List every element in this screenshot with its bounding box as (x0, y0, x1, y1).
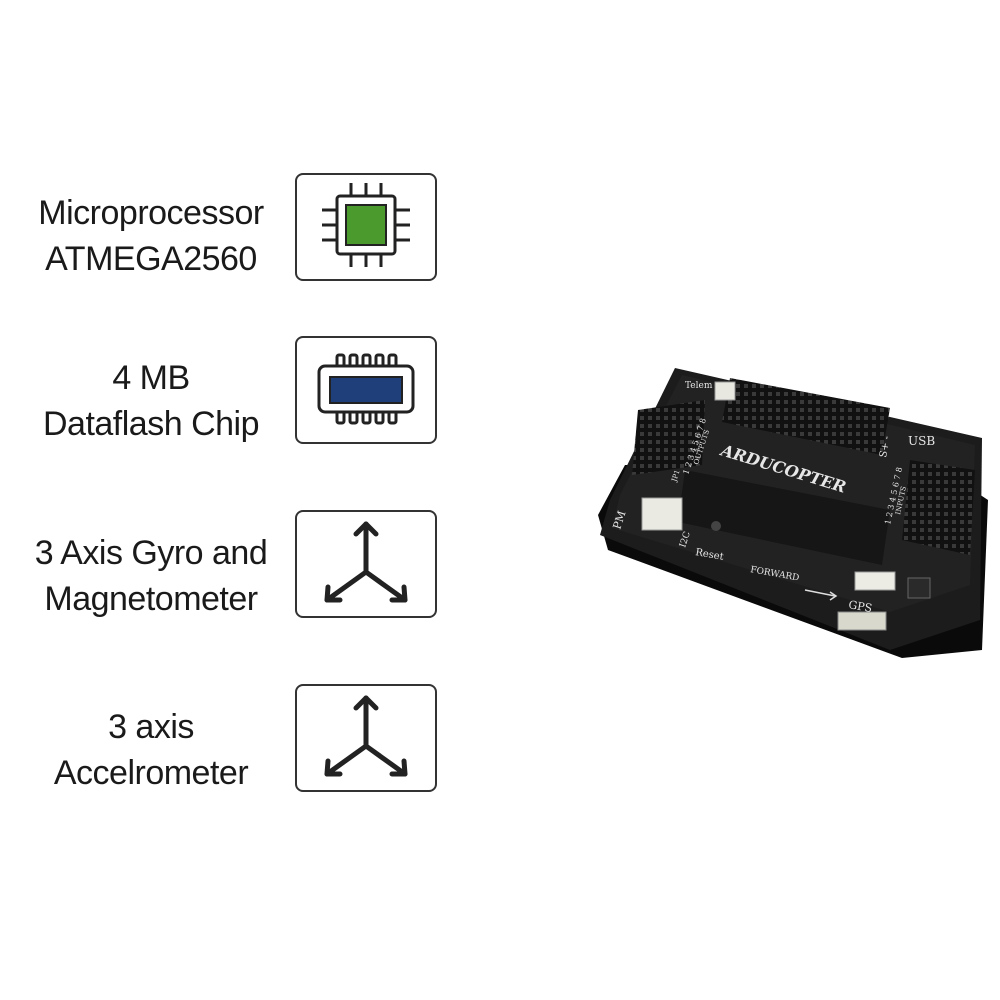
feature-label-accelerometer: 3 axis Accelrometer (10, 704, 292, 796)
feature-line: 3 axis (108, 708, 194, 746)
feature-line: Accelrometer (53, 754, 249, 792)
flight-controller-board: ARDUCOPTER Telem USB S+ - OUTPUTS 1 2 3 … (590, 350, 1000, 670)
board-label-usb: USB (908, 434, 935, 448)
board-label-telem: Telem (685, 381, 713, 391)
feature-line: Magnetometer (44, 580, 258, 618)
board-label-s: S+ - (878, 435, 893, 458)
board-label-i2c: I2C (678, 530, 693, 549)
board-label-pm: PM (610, 509, 628, 531)
feature-line: ATMEGA2560 (45, 240, 257, 278)
board-illustration: ARDUCOPTER Telem USB S+ - OUTPUTS 1 2 3 … (598, 368, 988, 658)
three-axis-icon (324, 695, 408, 777)
feature-label-dataflash: 4 MB Dataflash Chip (10, 355, 292, 447)
gyro-icon-box (295, 510, 437, 618)
feature-label-microprocessor: Microprocessor ATMEGA2560 (10, 190, 292, 282)
feature-line: 3 Axis Gyro and (34, 534, 268, 572)
board-label-gps: GPS (847, 598, 873, 615)
board-label-jp1: JP1 (670, 469, 682, 484)
board-label-reset: Reset (694, 547, 724, 563)
microprocessor-icon-box (295, 173, 437, 281)
feature-line: Dataflash Chip (42, 405, 260, 443)
feature-label-gyro: 3 Axis Gyro and Magnetometer (10, 530, 292, 622)
dataflash-icon-box (295, 336, 437, 444)
accelerometer-icon-box (295, 684, 437, 792)
three-axis-icon (324, 521, 408, 603)
microprocessor-chip-icon (322, 183, 410, 267)
feature-line: 4 MB (112, 359, 190, 397)
forward-arrow-icon (804, 589, 836, 597)
feature-line: Microprocessor (38, 194, 264, 232)
dataflash-chip-icon (317, 353, 415, 425)
